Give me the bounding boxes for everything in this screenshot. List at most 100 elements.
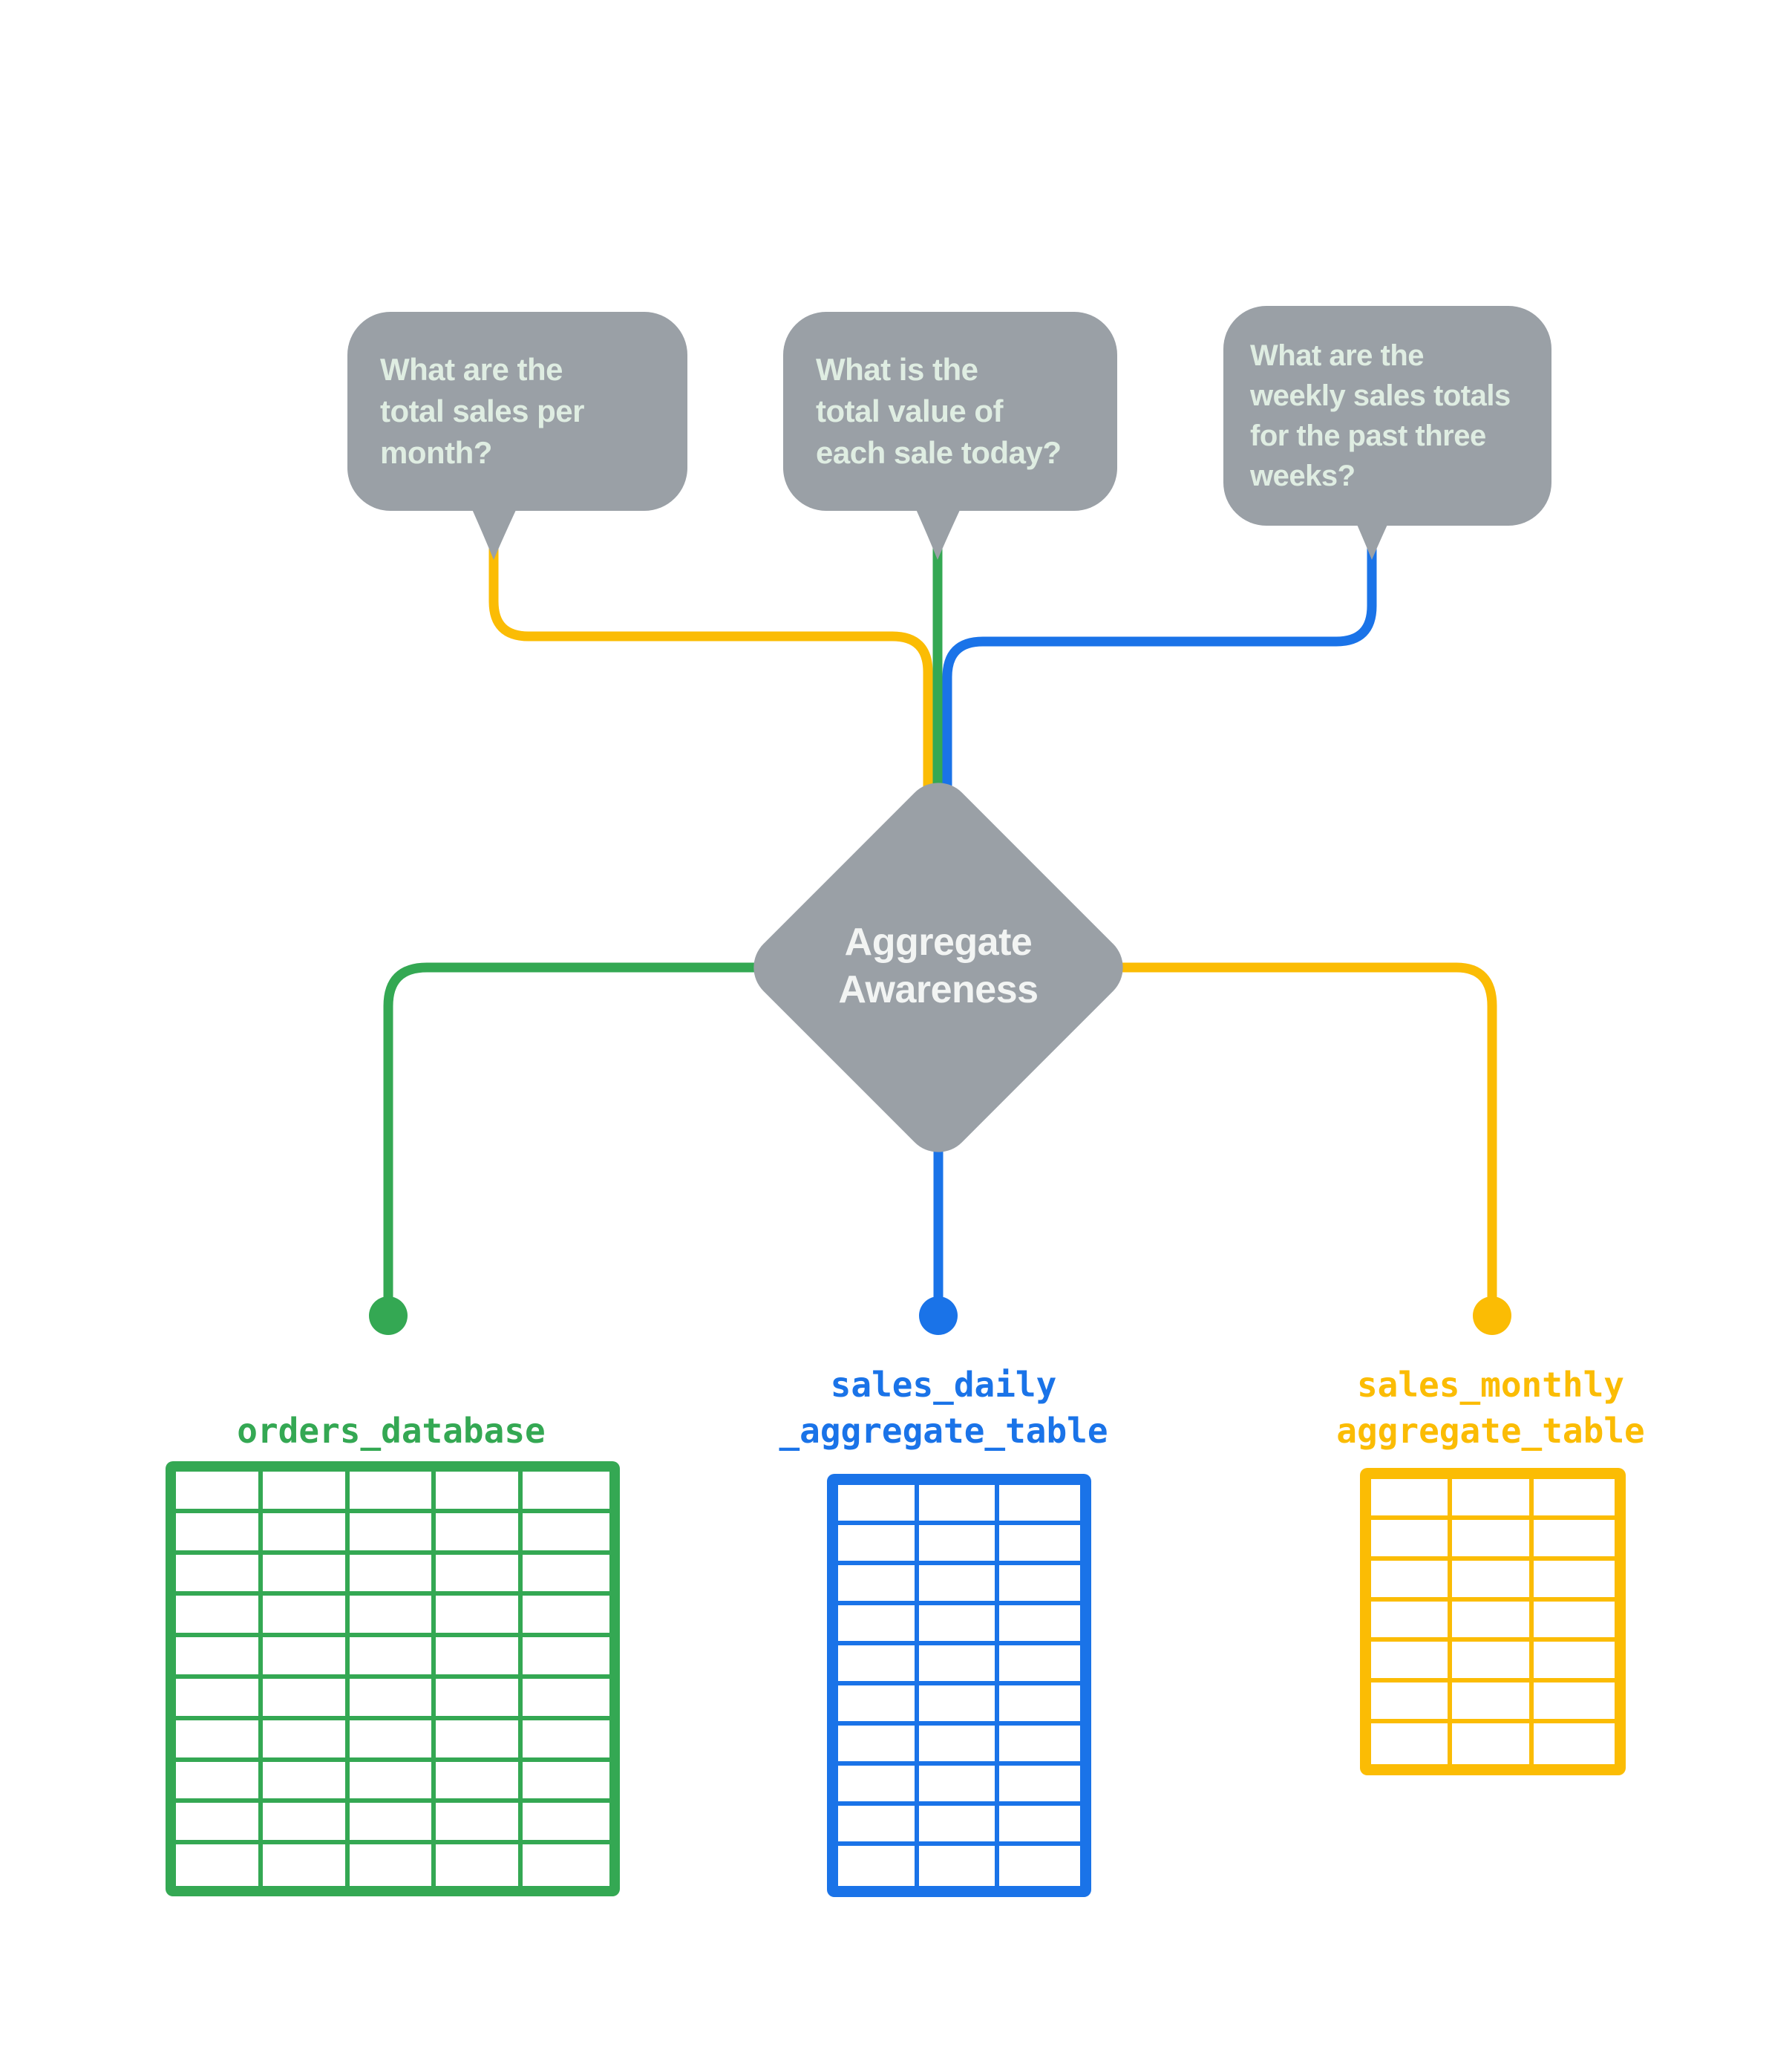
table-cell (999, 1605, 1080, 1645)
table-cell (1452, 1560, 1534, 1602)
table-cell (918, 1806, 1000, 1846)
table-cell (262, 1596, 350, 1638)
table-cell (1371, 1519, 1453, 1561)
table-cell (1452, 1519, 1534, 1561)
table-cell (1534, 1723, 1615, 1764)
sales-daily-label-line-1: sales_daily (830, 1365, 1057, 1405)
table-cell (838, 1565, 919, 1605)
table-cell (1533, 1642, 1615, 1683)
table-cell (999, 1726, 1080, 1766)
table-cell (176, 1678, 263, 1720)
table-cell (262, 1761, 350, 1804)
table-cell (918, 1726, 1000, 1766)
table-cell (176, 1596, 263, 1638)
table-cell (999, 1846, 1080, 1886)
table-cell (349, 1637, 436, 1679)
table-cell (523, 1762, 609, 1804)
table-cell (918, 1685, 1000, 1726)
table-cell (999, 1565, 1080, 1605)
table-cell (349, 1472, 436, 1513)
table-cell (1371, 1560, 1453, 1602)
table-cell (918, 1605, 1000, 1645)
table-cell (436, 1720, 523, 1762)
question-1-line-3: month? (380, 435, 492, 470)
table-cell (838, 1726, 919, 1766)
table-cell (523, 1555, 609, 1596)
question-1-line-1: What are the (380, 352, 563, 387)
table-cell (436, 1637, 523, 1679)
endpoint-dot-green (369, 1296, 408, 1335)
table-cell (999, 1525, 1080, 1565)
table-cell (1452, 1642, 1534, 1683)
table-cell (349, 1720, 436, 1762)
table-cell (436, 1472, 523, 1513)
question-3-line-3: for the past three (1250, 420, 1486, 452)
table-cell (349, 1512, 436, 1555)
table-cell (176, 1554, 263, 1596)
table-cell (838, 1525, 919, 1565)
table-cell (1533, 1520, 1615, 1561)
table-cell (349, 1678, 436, 1720)
sales-monthly-aggregate-table-label: sales_monthly aggregate_table (1336, 1362, 1644, 1454)
question-1-line-2: total sales per (380, 394, 584, 428)
table-cell (1533, 1479, 1615, 1520)
table-cell (262, 1472, 350, 1513)
table-cell (523, 1679, 609, 1720)
question-2-line-2: total value of (816, 394, 1004, 428)
table-cell (523, 1637, 609, 1679)
sales-monthly-aggregate-table (1360, 1468, 1626, 1775)
table-cell (1533, 1561, 1615, 1602)
table-cell (1452, 1479, 1534, 1520)
table-cell (350, 1844, 436, 1886)
connector-sales-monthly-yellow (1114, 962, 1497, 1307)
table-cell (436, 1596, 523, 1638)
endpoint-dot-yellow (1473, 1296, 1511, 1335)
table-cell (262, 1720, 350, 1762)
table-cell (1371, 1601, 1453, 1642)
table-cell (1533, 1682, 1615, 1724)
table-cell (176, 1512, 263, 1555)
table-cell (176, 1637, 263, 1679)
table-cell (999, 1685, 1080, 1726)
table-cell (838, 1685, 919, 1726)
table-cell (999, 1645, 1080, 1685)
diamond-label-line-1: Aggregate (844, 921, 1033, 964)
table-cell (1371, 1682, 1453, 1724)
table-cell (349, 1803, 436, 1845)
question-3-line-1: What are the (1250, 339, 1425, 372)
table-cell (523, 1803, 609, 1845)
table-cell (1371, 1642, 1453, 1683)
table-cell (1371, 1479, 1453, 1520)
table-cell (262, 1554, 350, 1596)
sales-monthly-label-line-1: sales_monthly (1356, 1365, 1625, 1405)
table-cell (436, 1761, 523, 1804)
table-cell (176, 1472, 263, 1513)
sales-daily-label-line-2: _aggregate_table (779, 1411, 1108, 1451)
table-cell (436, 1678, 523, 1720)
table-cell (999, 1485, 1080, 1525)
table-cell (1371, 1723, 1453, 1764)
sales-daily-aggregate-table (827, 1474, 1091, 1897)
table-cell (838, 1766, 919, 1806)
table-cell (349, 1761, 436, 1804)
table-cell (1452, 1601, 1534, 1642)
table-cell (523, 1844, 609, 1886)
diamond-label-line-2: Awareness (838, 968, 1039, 1011)
aggregate-awareness-label: Aggregate Awareness (716, 918, 1161, 1014)
table-cell (349, 1596, 436, 1638)
table-cell (176, 1803, 263, 1845)
table-cell (1452, 1723, 1534, 1764)
connector-question3-blue (942, 520, 1377, 832)
table-cell (176, 1844, 263, 1886)
table-cell (523, 1513, 609, 1555)
table-cell (838, 1846, 919, 1886)
orders-database-table (166, 1461, 620, 1896)
sales-daily-aggregate-table-label: sales_daily _aggregate_table (779, 1362, 1108, 1454)
table-cell (918, 1766, 1000, 1806)
table-cell (262, 1512, 350, 1555)
question-3-line-2: weekly sales totals (1250, 379, 1511, 412)
endpoint-dot-blue (919, 1296, 958, 1335)
sales-monthly-label-line-2: aggregate_table (1336, 1411, 1645, 1451)
table-cell (262, 1678, 350, 1720)
